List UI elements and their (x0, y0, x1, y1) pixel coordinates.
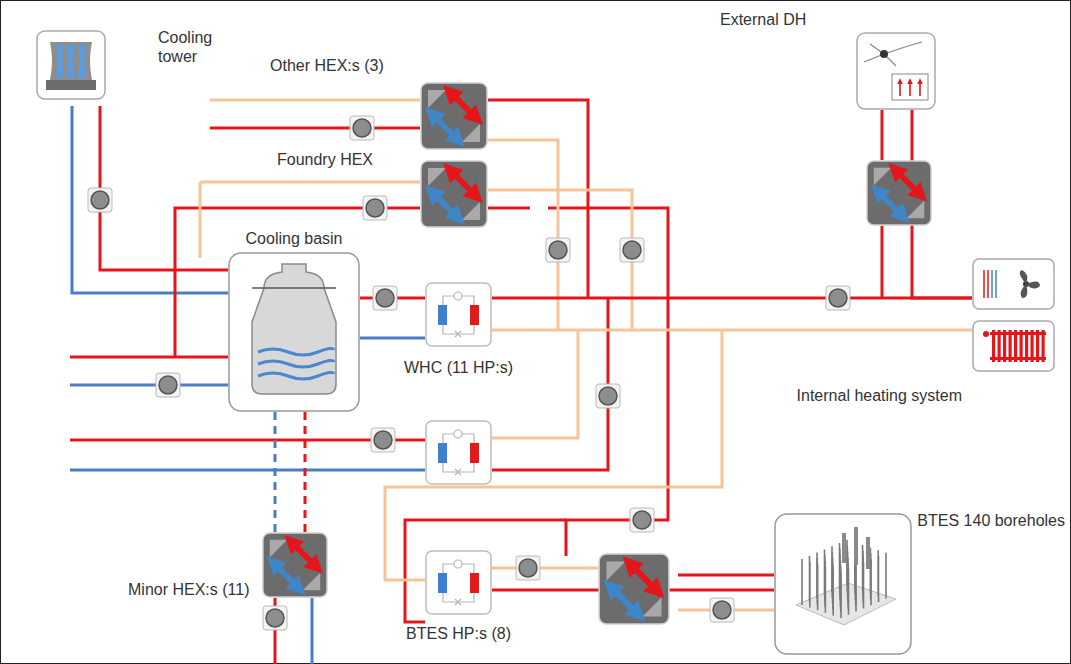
equipment-icon (228, 252, 360, 412)
equipment-label: BTES 140 boreholes (917, 511, 1065, 530)
heat-exchanger (599, 554, 669, 624)
equipment-icon-svg (972, 320, 1055, 372)
equipment-icon-svg (262, 532, 328, 598)
equipment-node: Foundry HEX (275, 150, 488, 228)
equipment-icon (425, 282, 492, 347)
equipment-icon-svg (420, 160, 488, 228)
equipment-label: BTES HP:s (8) (406, 624, 511, 643)
equipment-label: Other HEX:s (3) (270, 56, 384, 75)
pipe-connector (100, 106, 228, 270)
equipment-node: BTES 140 boreholes (774, 513, 912, 655)
pumps (88, 116, 850, 630)
equipment-icon (420, 82, 488, 150)
equipment-icon-svg (420, 82, 488, 150)
equipment-icon (262, 532, 328, 598)
equipment-node: Cooling tower (36, 30, 228, 106)
equipment-label: External DH (720, 10, 806, 29)
equipment-node: Cooling basin (228, 252, 360, 412)
equipment-node: External DH (856, 32, 936, 110)
equipment-label: WHC (11 HP:s) (404, 358, 513, 377)
equipment-icon-svg (36, 30, 106, 100)
equipment-icon-svg (856, 32, 936, 110)
equipment-node: BTES HP:s (8) (425, 550, 492, 640)
equipment-icon (425, 550, 492, 615)
equipment-icon (972, 320, 1055, 372)
equipment-icon (972, 258, 1055, 310)
equipment-label: Internal heating system (797, 386, 962, 405)
heat-exchanger (867, 161, 931, 225)
equipment-label: Cooling basin (246, 229, 343, 248)
equipment-label: Minor HEX:s (11) (128, 580, 250, 599)
equipment-icon-svg (972, 258, 1055, 310)
equipment-node: Internal heating system (972, 258, 1055, 372)
pipe-connector (492, 297, 972, 300)
equipment-icon (774, 513, 912, 655)
equipment-icon (420, 160, 488, 228)
equipment-node: Minor HEX:s (11) (118, 532, 328, 598)
equipment-icon-svg (425, 282, 492, 347)
equipment-node: Other HEX:s (3) (268, 56, 488, 148)
equipment-label: Foundry HEX (277, 150, 373, 169)
equipment-icon (856, 32, 936, 110)
pipe-connector (274, 412, 277, 532)
equipment-icon-svg (228, 252, 360, 412)
equipment-node: WHC (11 HP:s) (425, 282, 492, 378)
equipment-label: Cooling tower (158, 28, 222, 66)
equipment-icon-svg (425, 550, 492, 615)
equipment-icon (36, 30, 106, 100)
heat-pump (426, 421, 491, 484)
equipment-icon-svg (774, 513, 912, 655)
